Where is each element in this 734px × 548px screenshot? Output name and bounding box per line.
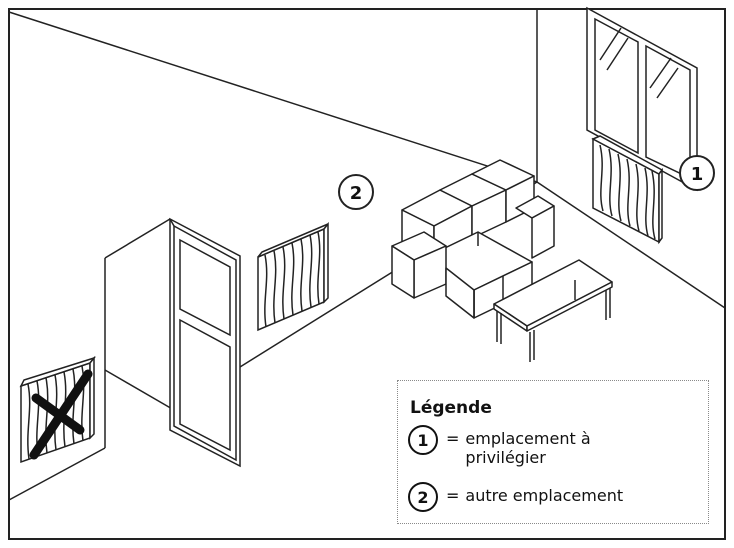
radiator-icon	[257, 221, 329, 332]
marker-2: 2	[338, 174, 374, 210]
legend-equals: =	[446, 429, 460, 448]
frame	[8, 8, 726, 540]
crossed-out-radiator-icon	[19, 355, 97, 464]
coffee-table-icon	[493, 259, 613, 362]
window-icon	[586, 6, 698, 192]
legend-title: Légende	[410, 398, 492, 418]
marker-1: 1	[679, 155, 715, 191]
legend-text-1: emplacement à privilégier	[465, 429, 591, 467]
legend-item-1: 1 = emplacement à privilégier	[408, 425, 665, 467]
legend-equals: =	[446, 486, 460, 505]
door-icon	[169, 217, 241, 468]
sofa-icon	[391, 159, 555, 319]
svg-text:2: 2	[350, 183, 363, 204]
legend-text-2: autre emplacement	[465, 486, 624, 505]
legend-number-1: 1	[408, 425, 438, 455]
legend: Légende 1 = emplacement à privilégier 2 …	[397, 380, 709, 524]
legend-number-2: 2	[408, 482, 438, 512]
svg-text:1: 1	[691, 164, 704, 185]
cross-mark	[29, 369, 93, 460]
legend-item-2: 2 = autre emplacement	[408, 482, 705, 512]
radiator-icon	[591, 135, 664, 245]
